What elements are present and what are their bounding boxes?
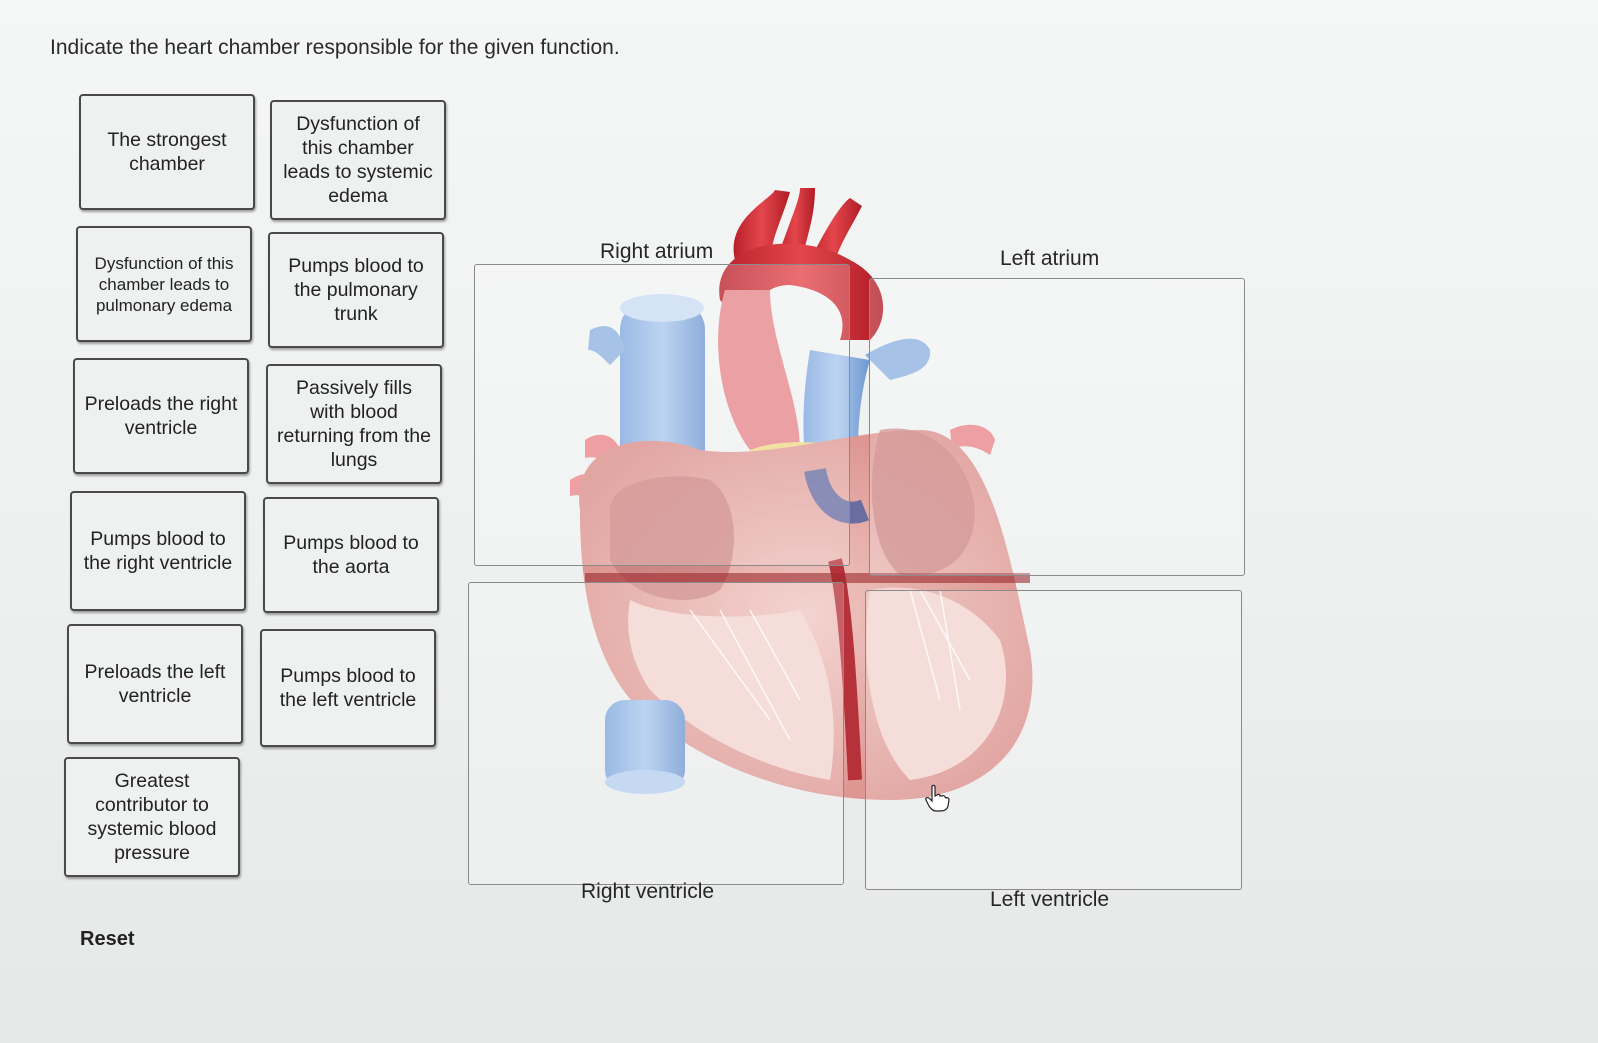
label-left-ventricle: Left ventricle <box>990 888 1110 911</box>
answer-card[interactable]: Preloads the left ventricle <box>67 624 243 744</box>
answer-card[interactable]: Pumps blood to the aorta <box>263 497 439 613</box>
answer-card[interactable]: Dysfunction of this chamber leads to pul… <box>76 226 252 342</box>
heart-illustration <box>570 188 1033 800</box>
drop-zone-left-ventricle[interactable] <box>865 590 1242 890</box>
question-prompt: Indicate the heart chamber responsible f… <box>50 36 620 59</box>
answer-card[interactable]: Dysfunction of this chamber leads to sys… <box>270 100 446 220</box>
answer-card[interactable]: Greatest contributor to systemic blood p… <box>64 757 240 877</box>
drop-zone-right-atrium[interactable] <box>474 264 850 566</box>
label-left-atrium: Left atrium <box>1000 247 1100 270</box>
answer-card[interactable]: Pumps blood to the pulmonary trunk <box>268 232 444 348</box>
answer-card[interactable]: Preloads the right ventricle <box>73 358 249 474</box>
answer-card[interactable]: Pumps blood to the right ventricle <box>70 491 246 611</box>
answer-card[interactable]: Passively fills with blood returning fro… <box>266 364 442 484</box>
answer-card[interactable]: The strongest chamber <box>79 94 255 210</box>
answer-card[interactable]: Pumps blood to the left ventricle <box>260 629 436 747</box>
label-right-atrium: Right atrium <box>600 240 714 263</box>
hand-pointer-icon <box>925 784 950 812</box>
drop-zone-left-atrium[interactable] <box>869 278 1245 576</box>
reset-button[interactable]: Reset <box>80 928 135 950</box>
drop-zone-right-ventricle[interactable] <box>468 582 844 885</box>
label-right-ventricle: Right ventricle <box>581 880 715 903</box>
